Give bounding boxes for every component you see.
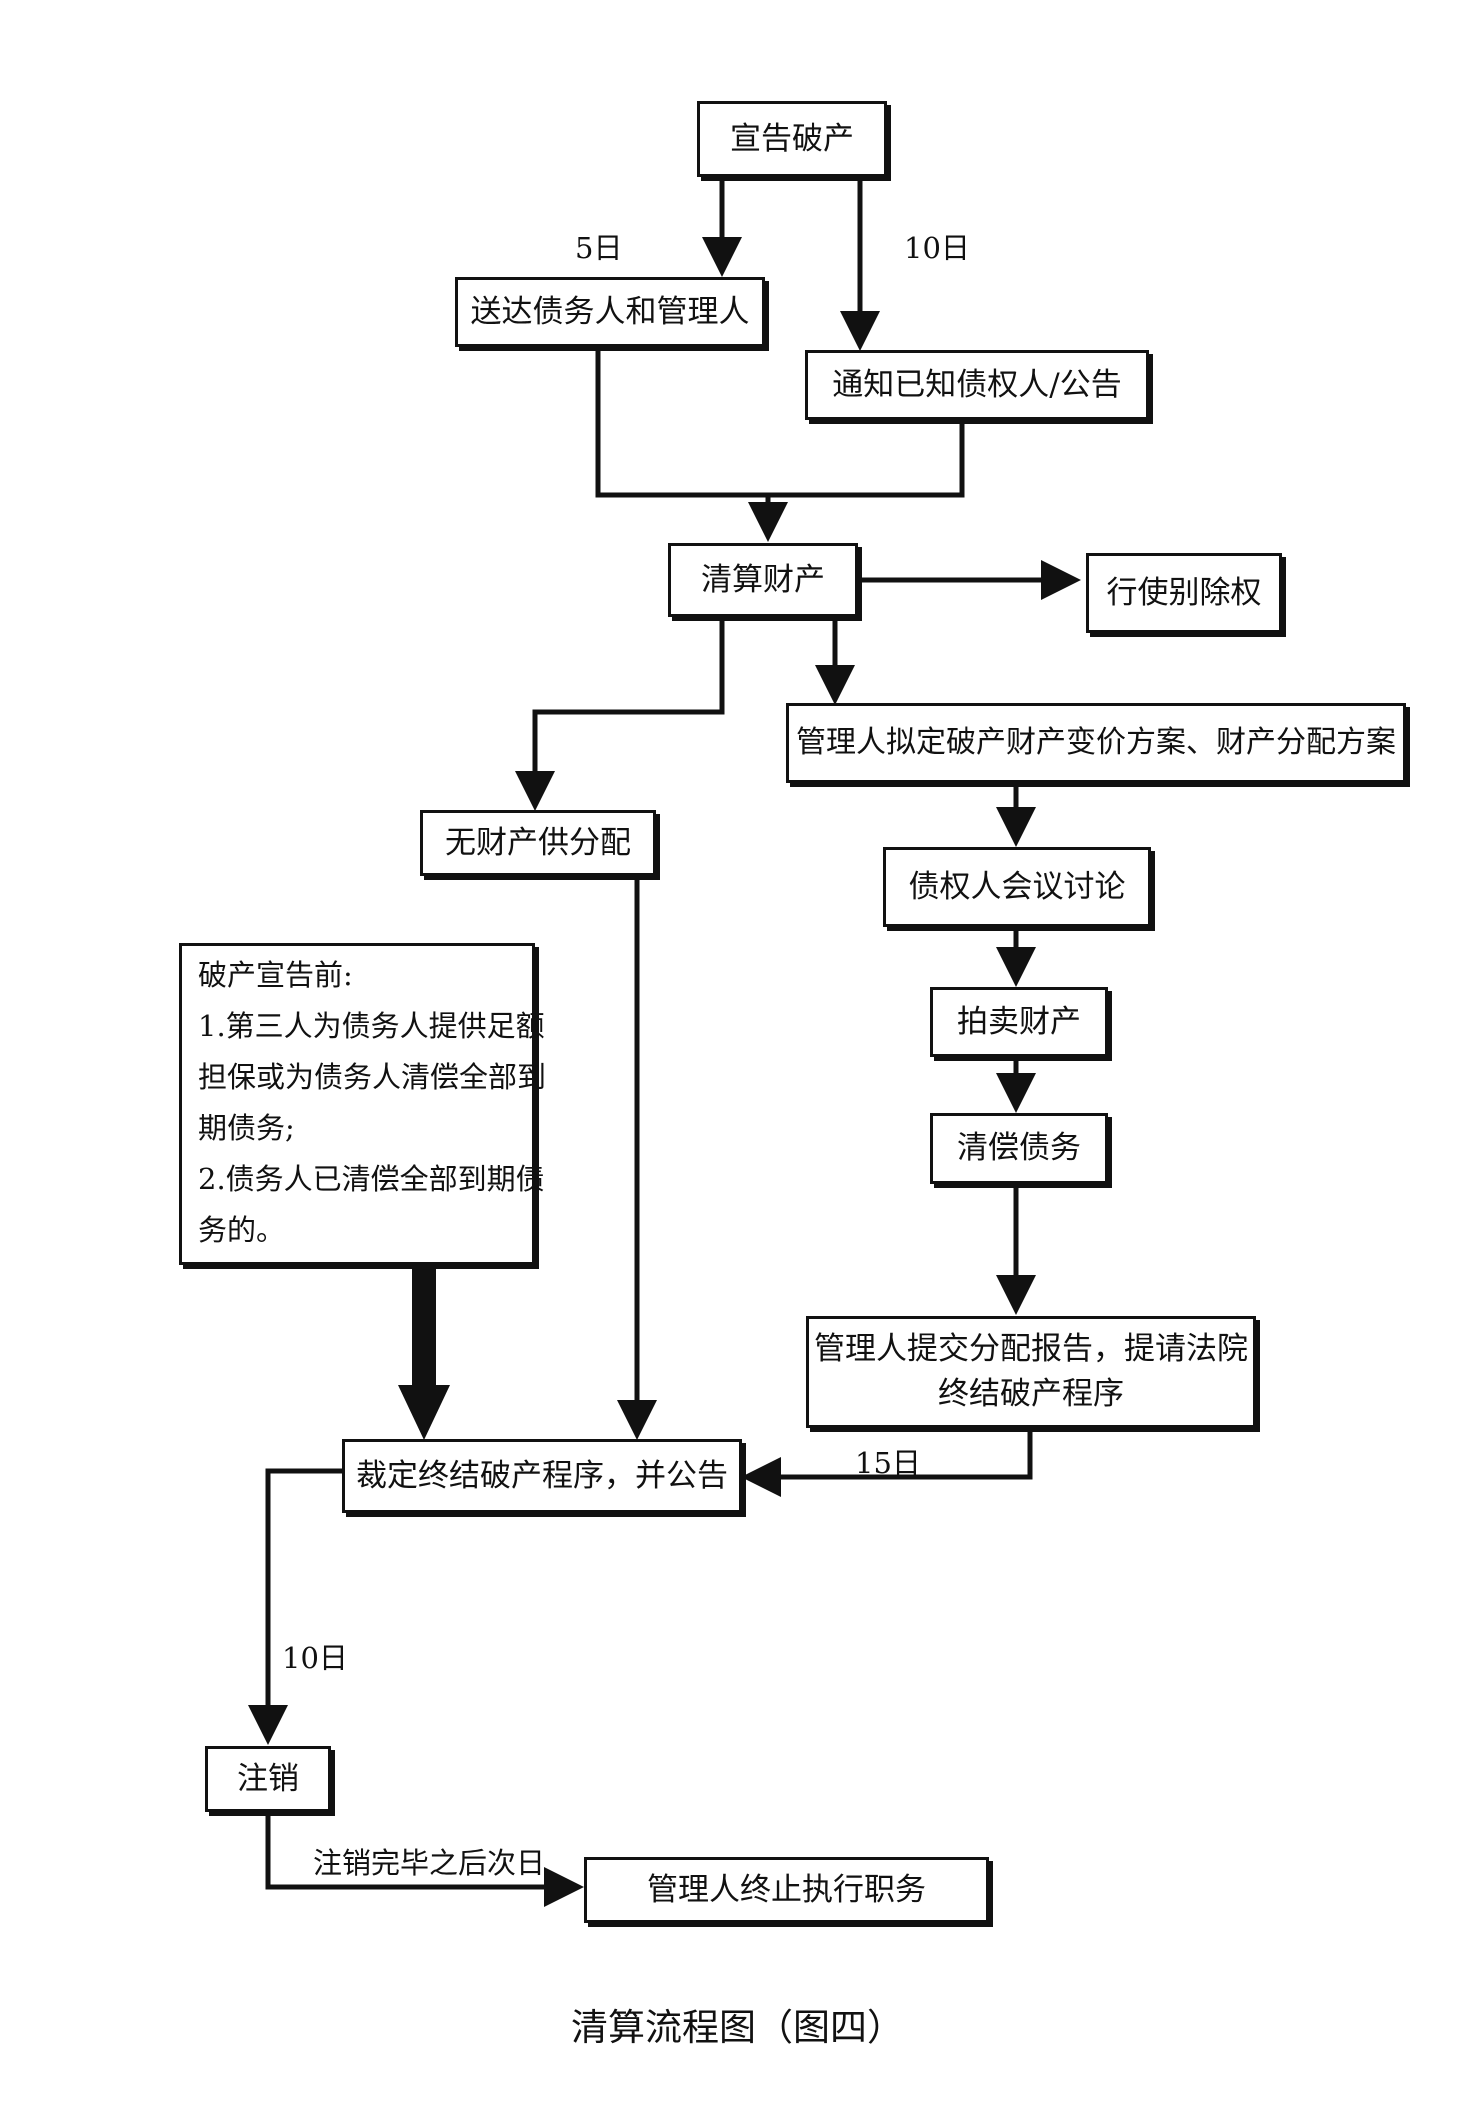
node-notify-creditors: 通知已知债权人/公告 [805, 350, 1149, 420]
node-repay-debts: 清偿债务 [930, 1113, 1108, 1184]
arrow-liquidate-to-noproperty [515, 617, 725, 811]
node-admin-report: 管理人提交分配报告，提请法院 终结破产程序 [806, 1316, 1256, 1428]
note-line: 1.第三人为债务人提供足额 [198, 1009, 545, 1043]
node-creditors-meeting: 债权人会议讨论 [883, 847, 1151, 927]
arrow-cancel-to-terminate [265, 1812, 584, 1907]
note-pre-declaration-conditions: 破产宣告前: 1.第三人为债务人提供足额 担保或为债务人清偿全部到 期债务; 2… [179, 943, 547, 1265]
label-five-days: 5日 [575, 231, 623, 265]
note-line: 务的。 [198, 1213, 286, 1247]
note-line: 期债务; [198, 1111, 295, 1145]
node-admin-report-line1: 管理人提交分配报告，提请法院 [814, 1331, 1248, 1368]
node-admin-draft-plan: 管理人拟定破产财产变价方案、财产分配方案 [786, 703, 1406, 783]
label-fifteen-days: 15日 [855, 1446, 921, 1480]
arrow-ruling-to-cancel [248, 1468, 342, 1745]
thick-arrow-shaft [412, 1265, 436, 1385]
node-admin-terminate-duty: 管理人终止执行职务 [584, 1857, 989, 1923]
label-ten-days-cancel: 10日 [282, 1641, 348, 1675]
label-after-cancellation: 注销完毕之后次日 [313, 1846, 546, 1880]
node-admin-report-line2: 终结破产程序 [938, 1376, 1124, 1412]
label-ten-days-notice: 10日 [904, 231, 970, 265]
node-ruling-terminate: 裁定终结破产程序，并公告 [342, 1439, 742, 1513]
node-cancellation: 注销 [205, 1746, 331, 1812]
note-line: 破产宣告前: [198, 958, 353, 992]
merge-to-liquidate [595, 346, 965, 498]
node-declare-bankruptcy: 宣告破产 [697, 101, 887, 177]
node-serve-debtor-admin: 送达债务人和管理人 [455, 277, 765, 347]
figure-caption: 清算流程图（图四） [571, 2006, 904, 2049]
thick-arrow-head [398, 1385, 450, 1440]
node-liquidate-property: 清算财产 [668, 543, 858, 617]
arrow-report-to-ruling [741, 1428, 1033, 1497]
note-line: 2.债务人已清偿全部到期债 [198, 1162, 545, 1196]
node-auction-property: 拍卖财产 [930, 987, 1108, 1057]
note-line: 担保或为债务人清偿全部到 [198, 1060, 547, 1094]
node-no-property: 无财产供分配 [420, 810, 656, 876]
node-exercise-separation-right: 行使别除权 [1086, 553, 1282, 633]
